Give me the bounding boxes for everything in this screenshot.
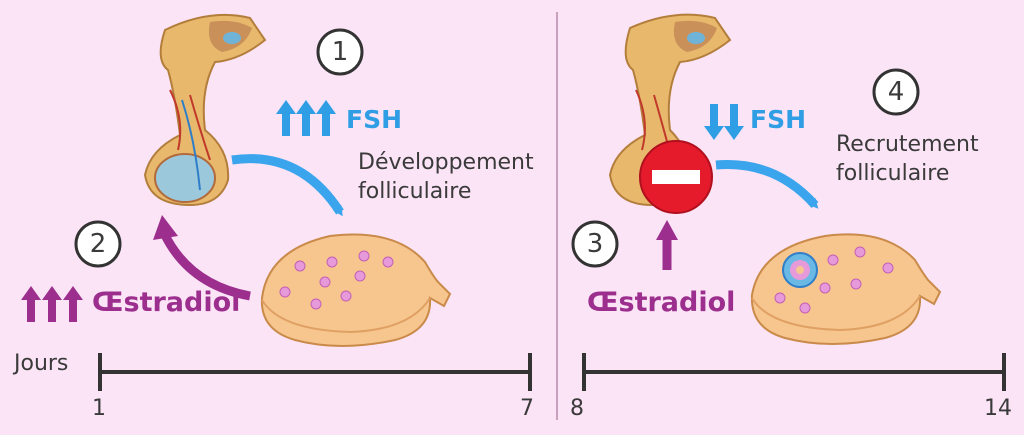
fsh-label-right: FSH — [750, 105, 807, 134]
estradiol-label-right: Œstradiol — [587, 287, 736, 318]
recruitment-line-1: Recrutement — [836, 132, 979, 157]
day-1-label: 1 — [92, 396, 106, 421]
step-3-circle — [571, 220, 619, 268]
development-line-2: folliculaire — [358, 179, 472, 204]
fsh-decrease-arrows-icon — [704, 104, 744, 140]
estradiol-increase-arrows-icon — [21, 286, 83, 322]
fsh-label-left: FSH — [346, 105, 403, 134]
recruitment-label: Recrutement folliculaire — [836, 130, 979, 188]
day-7-label: 7 — [520, 396, 534, 421]
estradiol-label-left: Œstradiol — [92, 287, 241, 318]
step-number-1: 1 — [331, 37, 349, 67]
days-label: Jours — [14, 351, 69, 376]
day-8-label: 8 — [570, 396, 584, 421]
step-number-2: 2 — [89, 229, 107, 259]
development-line-1: Développement — [358, 150, 534, 175]
pituitary-gland-left-icon — [143, 13, 267, 207]
development-label: Développement folliculaire — [358, 148, 534, 206]
ovary-right-icon — [750, 233, 942, 345]
inhibition-stop-icon — [639, 140, 713, 214]
fsh-to-ovary-arrow-left — [231, 154, 344, 217]
timeline-left — [98, 353, 532, 391]
step-1-circle — [316, 28, 364, 76]
recruitment-line-2: folliculaire — [836, 161, 950, 186]
step-number-3: 3 — [586, 229, 604, 259]
step-2-circle — [74, 220, 122, 268]
estradiol-feedback-arrow-left — [160, 232, 251, 301]
day-14-label: 14 — [984, 396, 1012, 421]
step-4-circle — [872, 68, 920, 116]
ovary-left-icon — [260, 233, 452, 347]
fsh-increase-arrows-icon — [276, 100, 336, 136]
step-number-4: 4 — [887, 77, 905, 107]
fsh-to-ovary-arrow-right — [715, 160, 819, 209]
timeline-right — [582, 353, 1006, 391]
